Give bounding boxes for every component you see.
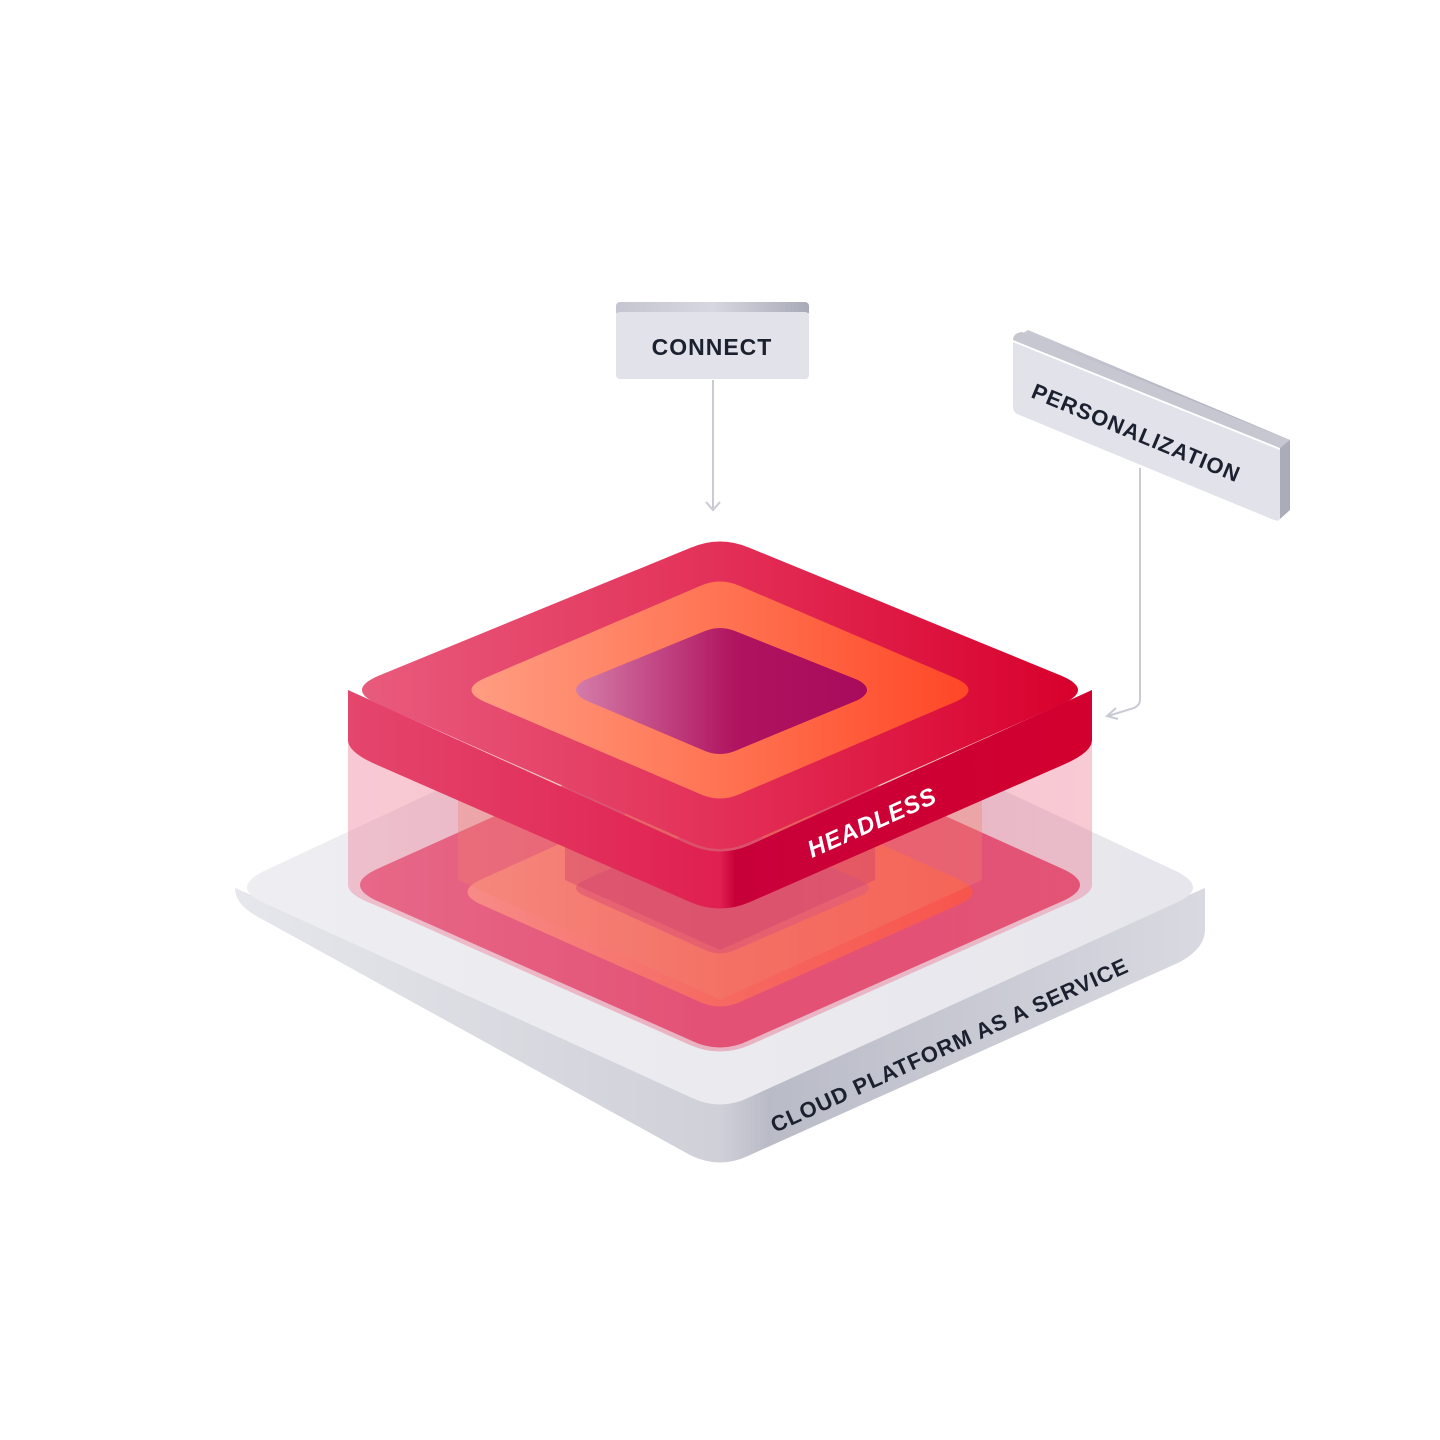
personalization-callout: PERSONALIZATION (1013, 330, 1290, 720)
personalization-label-box (1013, 342, 1280, 521)
headless-block-side (348, 690, 1092, 909)
base-platform-side (235, 888, 1205, 1163)
arrow-curve-left-icon (1104, 707, 1119, 720)
personalization-connector-line (1107, 468, 1141, 717)
connect-label-box (616, 312, 809, 379)
connect-callout: CONNECT (616, 302, 809, 512)
headless-block-core (576, 628, 867, 754)
arrow-down-icon (705, 501, 721, 512)
connect-label: CONNECT (652, 334, 773, 360)
headless-block: HEADLESS (348, 541, 1092, 909)
